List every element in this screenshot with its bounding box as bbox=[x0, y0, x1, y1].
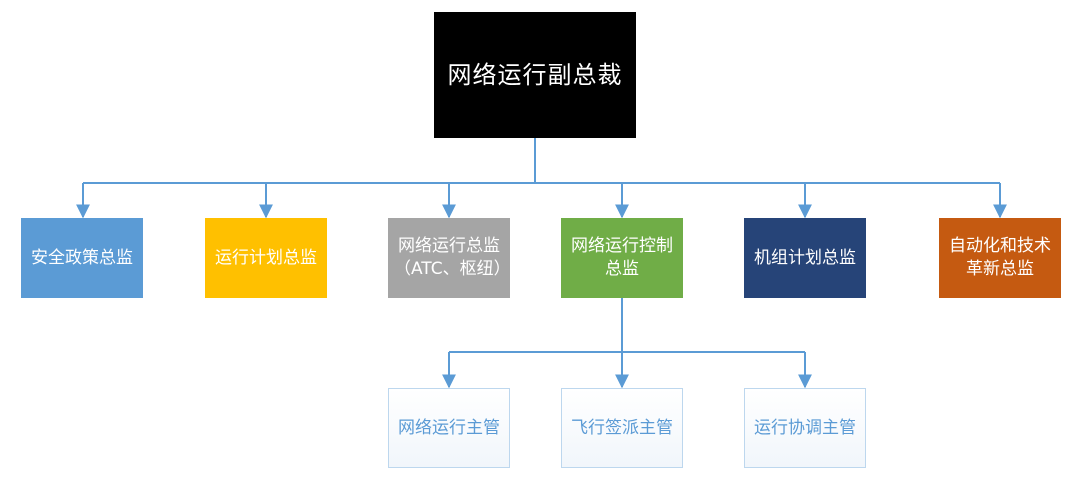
node-vp-network-operations: 网络运行副总裁 bbox=[434, 12, 636, 138]
node-label: 运行协调主管 bbox=[754, 417, 856, 438]
node-label: 安全政策总监 bbox=[31, 247, 133, 268]
node-label: 自动化和技术革新总监 bbox=[949, 236, 1051, 279]
node-network-operations-supervisor: 网络运行主管 bbox=[388, 388, 510, 468]
node-label: 网络运行副总裁 bbox=[447, 60, 623, 89]
node-crew-planning-director: 机组计划总监 bbox=[744, 218, 866, 298]
node-label: 网络运行控制总监 bbox=[571, 236, 673, 279]
node-flight-dispatch-supervisor: 飞行签派主管 bbox=[561, 388, 683, 468]
node-operations-coordination-supervisor: 运行协调主管 bbox=[744, 388, 866, 468]
node-label: 网络运行主管 bbox=[398, 417, 500, 438]
node-network-operations-director-atc-hub: 网络运行总监（ATC、枢纽） bbox=[388, 218, 511, 298]
node-label: 运行计划总监 bbox=[215, 247, 317, 268]
node-operations-planning-director: 运行计划总监 bbox=[205, 218, 327, 298]
node-safety-policy-director: 安全政策总监 bbox=[21, 218, 143, 298]
node-label: 机组计划总监 bbox=[754, 247, 856, 268]
node-network-operations-control-director: 网络运行控制总监 bbox=[561, 218, 683, 298]
node-automation-tech-innovation-director: 自动化和技术革新总监 bbox=[939, 218, 1061, 298]
node-label: 飞行签派主管 bbox=[571, 417, 673, 438]
node-label: 网络运行总监（ATC、枢纽） bbox=[394, 236, 511, 279]
